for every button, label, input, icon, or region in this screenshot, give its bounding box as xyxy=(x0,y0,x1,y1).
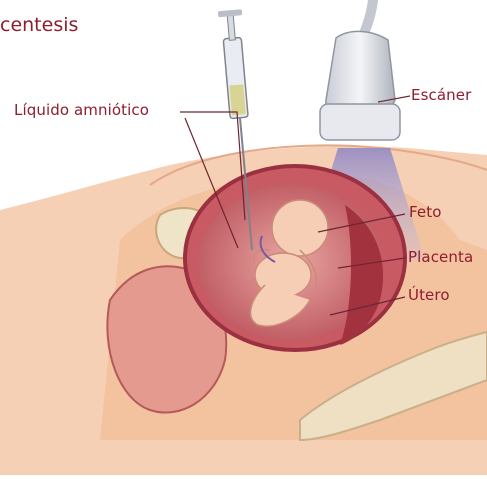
diagram-title: centesis xyxy=(0,14,78,36)
syringe xyxy=(218,9,251,119)
label-escaner: Escáner xyxy=(411,86,471,104)
ultrasound-probe xyxy=(320,0,400,140)
label-feto: Feto xyxy=(409,203,442,221)
label-liquido-amniotico: Líquido amniótico xyxy=(14,101,149,119)
label-utero: Útero xyxy=(408,286,450,304)
label-placenta: Placenta xyxy=(408,248,473,266)
